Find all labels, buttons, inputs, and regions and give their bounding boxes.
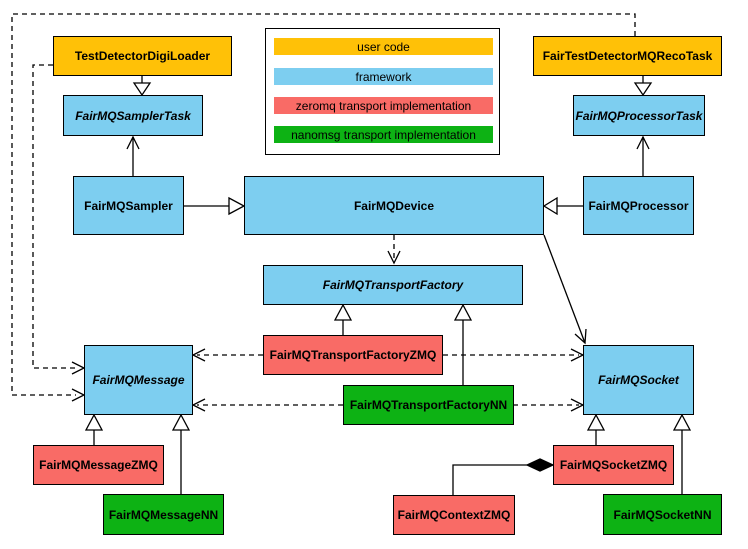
node-label: FairTestDetectorMQRecoTask [542, 49, 713, 63]
legend-label: framework [355, 69, 412, 84]
node-fair-test-detector-mq-reco-task: FairTestDetectorMQRecoTask [533, 36, 722, 76]
node-fairmq-socket-zmq: FairMQSocketZMQ [553, 445, 674, 485]
edge-tfzmq-inherits-transportfactory [333, 303, 353, 335]
node-fairmq-transport-factory-nn: FairMQTransportFactoryNN [343, 385, 514, 425]
legend-label: zeromq transport implementation [295, 98, 472, 113]
node-label: FairMQTransportFactoryZMQ [269, 348, 437, 362]
node-label: FairMQProcessorTask [575, 108, 703, 123]
node-fairmq-message: FairMQMessage [84, 345, 193, 415]
edge-messagezmq-inherits-message [84, 413, 104, 445]
node-fairmq-socket: FairMQSocket [583, 345, 694, 415]
node-fairmq-socket-nn: FairMQSocketNN [603, 494, 722, 535]
node-fairmq-message-nn: FairMQMessageNN [103, 494, 224, 535]
node-fairmq-sampler-task: FairMQSamplerTask [63, 95, 203, 136]
legend-label: user code [357, 39, 410, 54]
edge-sampler-inherits-device [184, 196, 246, 216]
node-fairmq-transport-factory: FairMQTransportFactory [263, 265, 523, 305]
node-label: FairMQSocketZMQ [559, 458, 668, 472]
node-label: TestDetectorDigiLoader [74, 49, 211, 63]
node-label: FairMQTransportFactory [322, 278, 464, 292]
edge-tfnn-inherits-transportfactory [453, 303, 473, 385]
edge-processor-inherits-device [542, 196, 583, 216]
node-label: FairMQTransportFactoryNN [349, 398, 508, 412]
node-fairmq-processor: FairMQProcessor [583, 176, 694, 235]
node-label: FairMQMessageNN [108, 507, 219, 522]
legend-item-nanomsg: nanomsg transport implementation [274, 126, 493, 143]
legend: user code framework zeromq transport imp… [265, 28, 500, 155]
edge-messagenn-inherits-message [171, 413, 191, 494]
edge-socketnn-inherits-socket [672, 413, 692, 494]
node-label: FairMQSampler [84, 198, 173, 213]
edge-tfnn-depends-message [191, 398, 343, 412]
edge-sampler-uses-samplertask [126, 135, 140, 176]
node-label: FairMQProcessor [588, 198, 689, 213]
node-label: FairMQSocketNN [613, 507, 712, 522]
edge-tfzmq-depends-message [191, 348, 263, 362]
legend-item-zeromq: zeromq transport implementation [274, 97, 493, 114]
edge-processor-uses-processortask [636, 135, 650, 176]
edge-digiloader-inherits-samplertask [132, 76, 152, 97]
legend-label: nanomsg transport implementation [291, 127, 476, 142]
edge-socketzmq-inherits-socket [586, 413, 606, 445]
legend-item-user-code: user code [274, 38, 493, 55]
node-test-detector-digi-loader: TestDetectorDigiLoader [53, 36, 232, 76]
legend-item-framework: framework [274, 68, 493, 85]
node-label: FairMQMessage [92, 373, 185, 387]
node-label: FairMQContextZMQ [397, 508, 511, 522]
node-fairmq-processor-task: FairMQProcessorTask [573, 95, 705, 136]
edge-tfzmq-depends-socket [443, 348, 585, 362]
edge-tfnn-depends-socket [513, 398, 585, 412]
node-fairmq-context-zmq: FairMQContextZMQ [393, 495, 515, 535]
node-label: FairMQMessageZMQ [39, 458, 158, 472]
node-fairmq-transport-factory-zmq: FairMQTransportFactoryZMQ [263, 335, 443, 375]
node-fairmq-device: FairMQDevice [244, 176, 544, 235]
node-label: FairMQDevice [353, 198, 435, 213]
node-fairmq-message-zmq: FairMQMessageZMQ [33, 445, 164, 485]
edge-recotask-inherits-processortask [633, 76, 653, 97]
node-label: FairMQSocket [598, 373, 679, 387]
edge-device-uses-socket [543, 234, 587, 345]
node-fairmq-sampler: FairMQSampler [73, 176, 184, 235]
edge-device-depends-transportfactory [387, 235, 401, 265]
edge-contextzmq-composition-socketzmq [452, 458, 555, 495]
node-label: FairMQSamplerTask [75, 108, 191, 123]
